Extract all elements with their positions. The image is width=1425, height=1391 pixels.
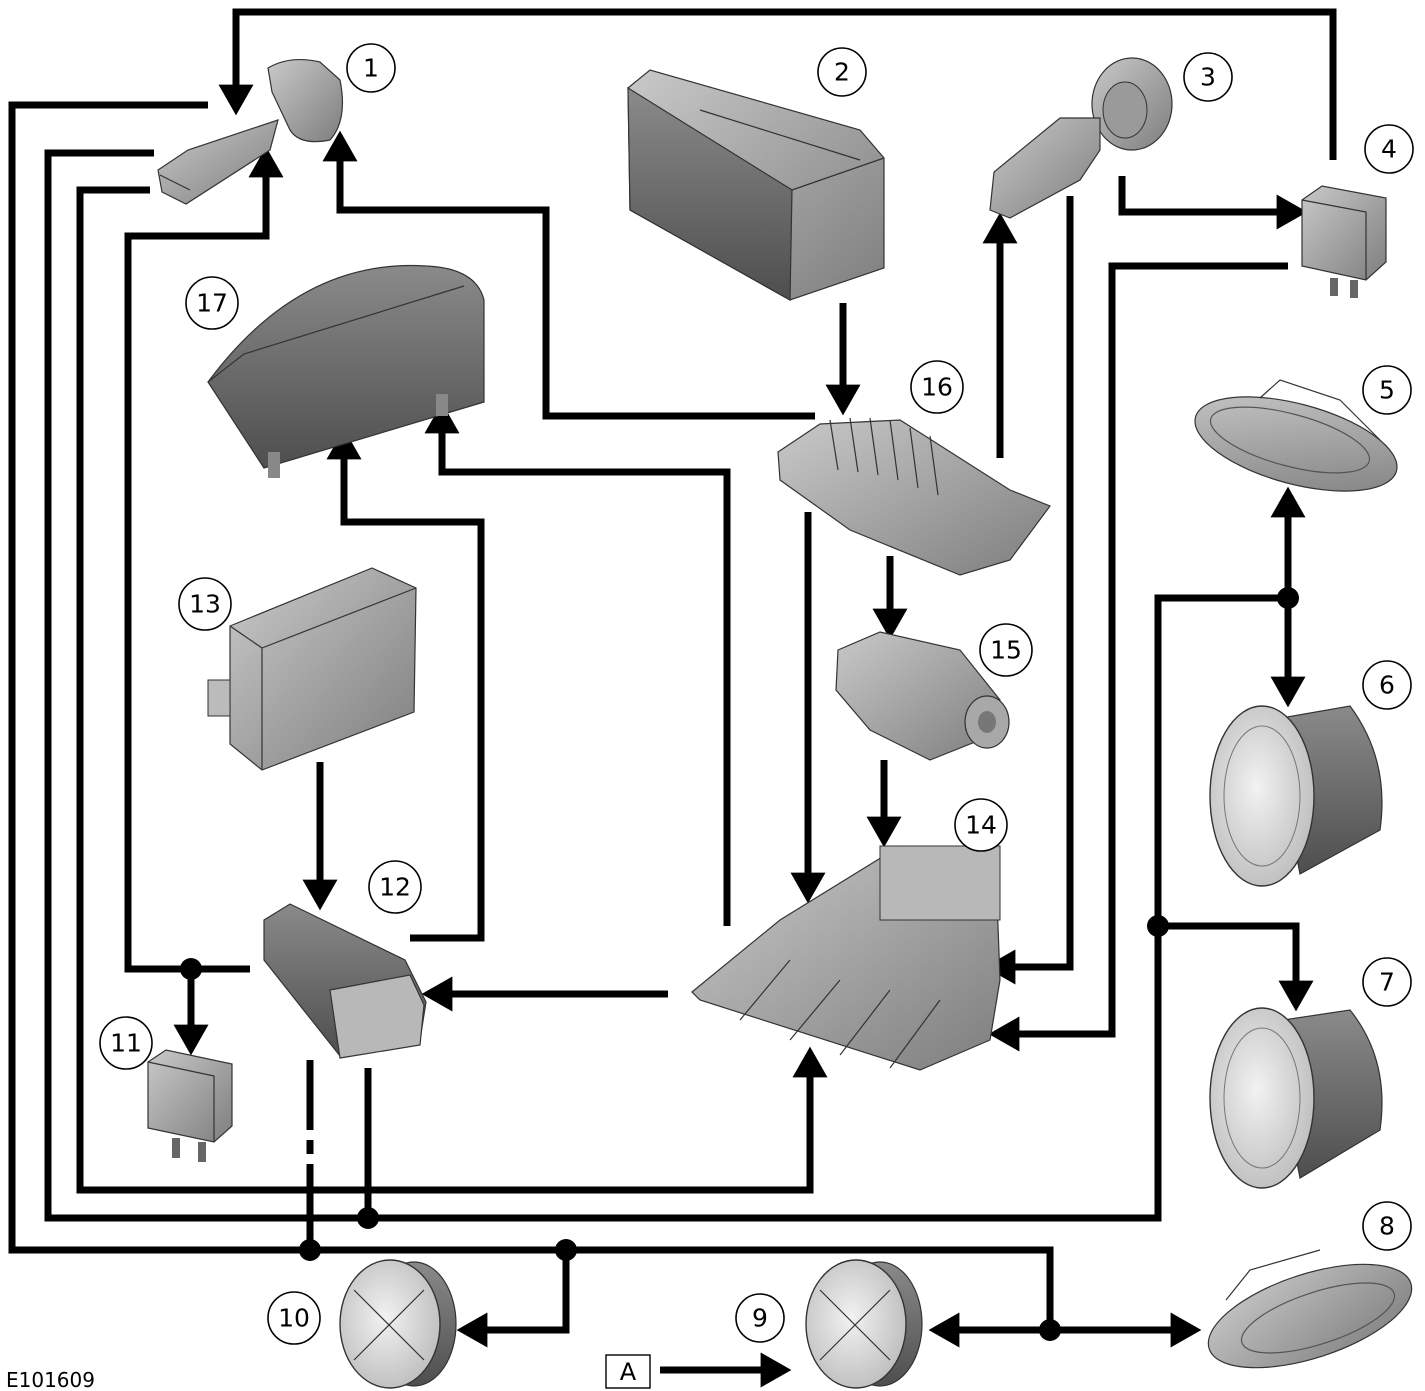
- svg-text:1: 1: [363, 54, 379, 83]
- light-switch-stalk-icon: [158, 60, 342, 204]
- svg-text:5: 5: [1379, 376, 1395, 405]
- wire-14-to-17: [442, 418, 727, 926]
- connector-label-a: A: [606, 1355, 650, 1388]
- component-label-12: 12: [369, 861, 421, 913]
- component-label-17: 17: [186, 277, 238, 329]
- relay-icon: [1302, 186, 1386, 298]
- component-label-11: 11: [100, 1017, 152, 1069]
- headlamp-switch-icon: [990, 58, 1172, 218]
- side-repeater-lamp-icon: [1196, 1243, 1424, 1388]
- svg-text:7: 7: [1379, 968, 1395, 997]
- rear-fog-lamp-icon: [340, 1260, 456, 1388]
- component-label-14: 14: [955, 799, 1007, 851]
- rear-fog-lamp-icon: [806, 1260, 922, 1388]
- control-module-icon: [208, 568, 416, 770]
- battery-icon: [628, 70, 884, 300]
- junction-dot: [1277, 587, 1299, 609]
- svg-text:11: 11: [110, 1029, 142, 1058]
- component-label-2: 2: [818, 48, 866, 96]
- junction-dot: [180, 958, 202, 980]
- central-junction-box-icon: [692, 846, 1000, 1070]
- svg-text:2: 2: [834, 58, 850, 87]
- component-label-7: 7: [1363, 958, 1411, 1006]
- svg-text:4: 4: [1381, 135, 1397, 164]
- svg-text:A: A: [620, 1358, 637, 1386]
- hazard-switch-icon: [264, 904, 426, 1058]
- svg-text:14: 14: [965, 811, 997, 840]
- svg-text:10: 10: [278, 1304, 310, 1333]
- svg-text:8: 8: [1379, 1212, 1395, 1241]
- component-label-6: 6: [1363, 661, 1411, 709]
- component-label-10: 10: [268, 1292, 320, 1344]
- component-label-4: 4: [1365, 125, 1413, 173]
- svg-text:6: 6: [1379, 671, 1395, 700]
- svg-text:12: 12: [379, 873, 411, 902]
- wire-4-to-14: [1004, 266, 1288, 1034]
- component-label-3: 3: [1184, 53, 1232, 101]
- component-label-5: 5: [1363, 366, 1411, 414]
- svg-text:3: 3: [1200, 63, 1216, 92]
- svg-text:16: 16: [921, 373, 953, 402]
- front-fog-lamp-icon: [1210, 706, 1382, 886]
- svg-text:17: 17: [196, 289, 228, 318]
- wire-3-to-14: [1000, 196, 1070, 967]
- component-label-13: 13: [179, 578, 231, 630]
- wire-3-to-4: [1122, 176, 1292, 212]
- junction-dot: [1039, 1319, 1061, 1341]
- junction-dot: [1147, 915, 1169, 937]
- junction-dot: [357, 1207, 379, 1229]
- figure-id: E101609: [6, 1368, 95, 1391]
- junction-dot: [299, 1239, 321, 1261]
- component-label-8: 8: [1363, 1202, 1411, 1250]
- relay-icon: [148, 1050, 232, 1162]
- component-label-1: 1: [347, 44, 395, 92]
- component-label-16: 16: [911, 361, 963, 413]
- battery-junction-box-icon: [778, 418, 1050, 575]
- component-label-9: 9: [736, 1294, 784, 1342]
- svg-text:15: 15: [990, 636, 1022, 665]
- wire-to-10: [472, 1250, 566, 1330]
- junction-dot: [555, 1239, 577, 1261]
- component-label-15: 15: [980, 624, 1032, 676]
- svg-text:13: 13: [189, 590, 221, 619]
- svg-text:9: 9: [752, 1304, 768, 1333]
- front-fog-lamp-icon: [1210, 1008, 1382, 1188]
- wire-to-7: [1158, 926, 1296, 996]
